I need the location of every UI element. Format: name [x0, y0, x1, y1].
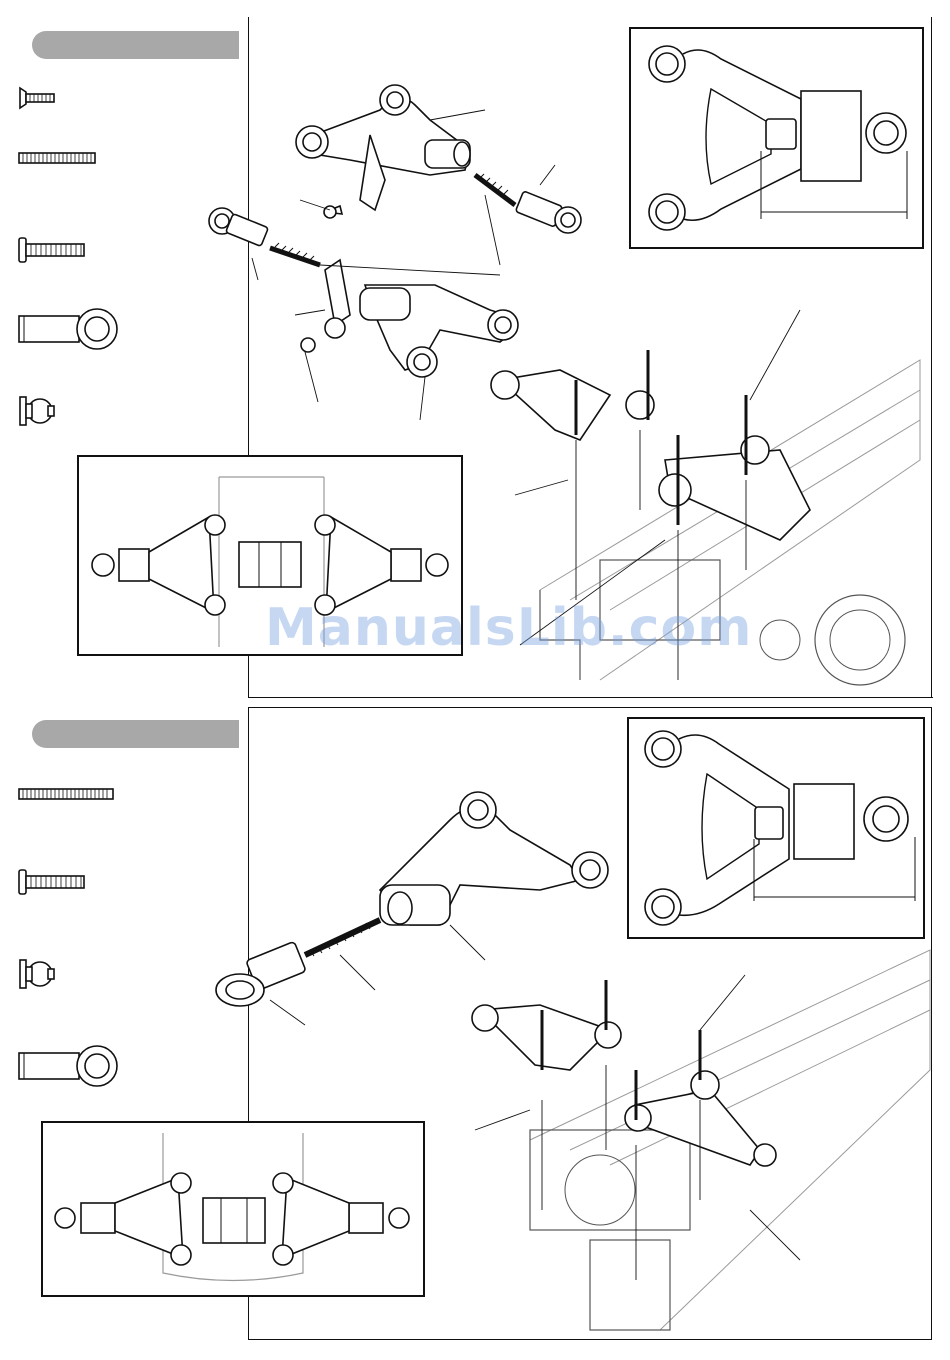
frame-right-rule-2	[931, 707, 932, 1340]
set-screw-long-icon	[18, 150, 98, 166]
pivot-ball-icon	[18, 395, 58, 427]
rod-end-icon-2	[18, 1043, 120, 1089]
pivot-ball-icon-2	[18, 958, 58, 990]
arm-detail-inset-1	[629, 27, 924, 249]
button-screw-icon	[18, 236, 88, 264]
countersunk-screw-icon	[18, 86, 58, 114]
step-header-bar-2	[32, 720, 239, 748]
rod-end-icon	[18, 306, 120, 352]
frame-bottom-rule-2	[248, 1339, 932, 1340]
set-screw-long-icon-2	[18, 786, 116, 802]
arm-length-detail-icon-2	[629, 719, 923, 937]
button-screw-icon-2	[18, 868, 88, 896]
frame-right-rule-1	[931, 17, 932, 698]
chassis-assembly-icon-2	[460, 950, 930, 1335]
top-view-inset-2	[41, 1121, 425, 1297]
chassis-top-view-icon-2	[43, 1123, 423, 1295]
step-header-bar-1	[32, 31, 239, 59]
frame-top-rule-2	[248, 707, 932, 708]
arm-detail-inset-2	[627, 717, 925, 939]
arm-length-detail-icon	[631, 29, 922, 247]
watermark-text: ManualsLib.com	[265, 598, 752, 658]
